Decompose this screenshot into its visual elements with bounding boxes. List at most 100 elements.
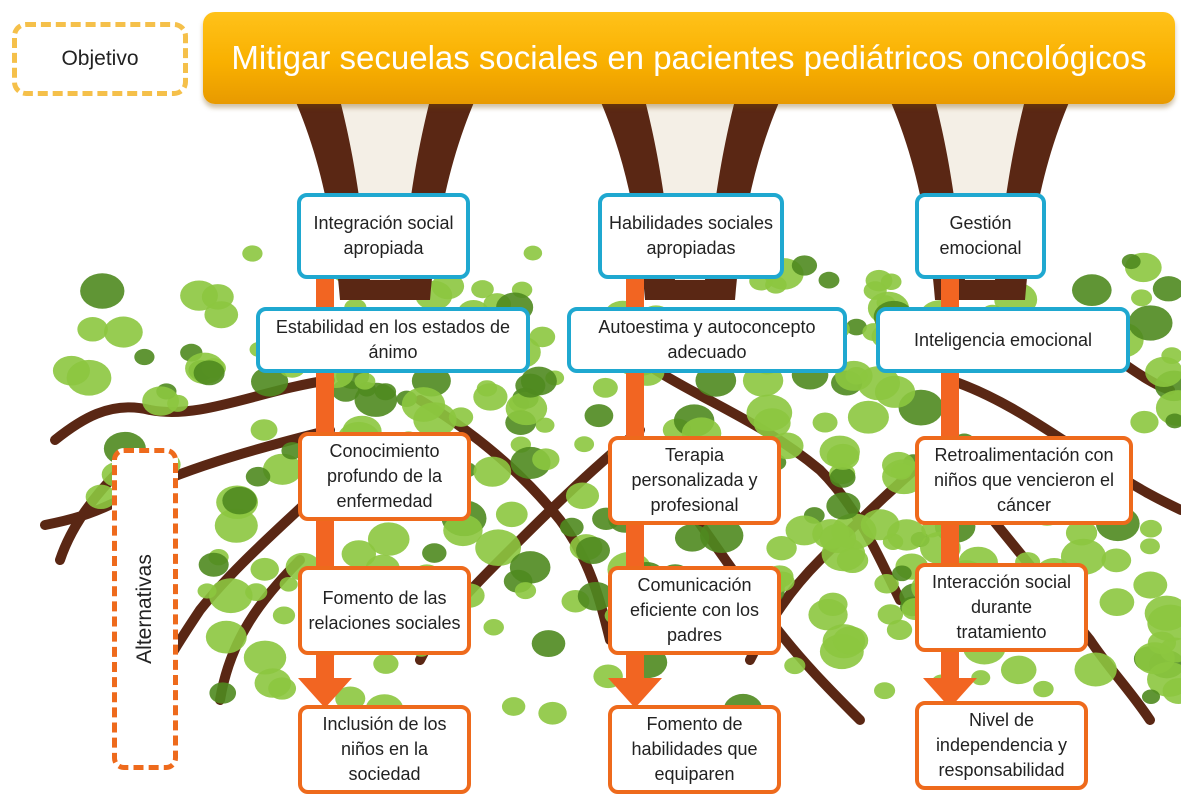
leaf-cluster-119: [473, 456, 512, 487]
goal-habilidades-sociales: Habilidades sociales apropiadas: [598, 193, 784, 279]
leaf-cluster-138: [818, 592, 848, 617]
leaf-cluster-225: [1140, 538, 1160, 555]
leaf-cluster-143: [700, 518, 744, 553]
alt-fomento-habilidades: Fomento de habilidades que equiparen: [608, 705, 781, 794]
leaf-cluster-265: [971, 670, 991, 686]
leaf-cluster-203: [791, 255, 818, 276]
leaf-cluster-236: [874, 375, 916, 408]
leaf-cluster-186: [829, 467, 856, 488]
leaf-cluster-307: [514, 582, 537, 600]
leaf-cluster-24: [341, 540, 377, 568]
objective-banner: Mitigar secuelas sociales en pacientes p…: [203, 12, 1175, 104]
leaf-cluster-62: [448, 407, 474, 427]
leaf-cluster-313: [272, 606, 296, 625]
leaf-cluster-290: [209, 578, 253, 614]
leaf-cluster-207: [819, 523, 857, 554]
leaf-cluster-230: [1152, 276, 1181, 302]
alt-interaccion-social: Interacción social durante tratamiento: [915, 563, 1088, 652]
leaf-cluster-299: [198, 552, 229, 577]
leaf-cluster-190: [846, 318, 867, 336]
alt-nivel-independencia: Nivel de independencia y responsabilidad: [915, 701, 1088, 790]
arrow-head-1: [298, 678, 352, 708]
arrow-head-3: [923, 678, 977, 708]
goal-estabilidad-animo: Estabilidad en los estados de ánimo: [256, 307, 530, 373]
leaf-cluster-226: [890, 462, 912, 480]
leaf-cluster-173: [847, 400, 889, 434]
alt-retroalimentacion: Retroalimentación con niños que venciero…: [915, 436, 1133, 525]
objective-tag: Objetivo: [12, 22, 188, 96]
goal-integracion-social: Integración social apropiada: [297, 193, 470, 279]
leaf-cluster-185: [766, 536, 797, 561]
alt-inclusion-ninos: Inclusión de los niños en la sociedad: [298, 705, 471, 794]
leaf-cluster-221: [860, 509, 900, 541]
trunk-highlight-3: [935, 100, 1025, 280]
leaf-cluster-280: [784, 657, 806, 675]
leaf-cluster-281: [892, 565, 912, 582]
leaf-cluster-140: [574, 436, 595, 453]
leaf-cluster-8: [85, 484, 117, 510]
leaf-cluster-145: [880, 273, 902, 291]
leaf-cluster-288: [1141, 689, 1161, 704]
leaf-cluster-146: [877, 604, 904, 625]
leaf-cluster-252: [863, 281, 887, 300]
alternatives-label: Alternativas: [133, 554, 156, 664]
leaf-cluster-204: [826, 492, 861, 520]
arrow-head-2: [608, 678, 662, 708]
leaf-cluster-327: [1074, 652, 1117, 687]
leaf-cluster-110: [431, 273, 465, 300]
leaf-cluster-50: [250, 419, 278, 441]
leaf-cluster-32: [471, 280, 494, 299]
leaf-cluster-223: [1130, 410, 1159, 434]
leaf-cluster-287: [254, 668, 292, 698]
leaf-cluster-322: [1099, 588, 1135, 617]
leaf-cluster-326: [1147, 604, 1181, 642]
alt-comunicacion-padres: Comunicación eficiente con los padres: [608, 566, 781, 655]
leaf-cluster-193: [812, 412, 838, 433]
leaf-cluster-282: [1133, 571, 1168, 599]
leaf-cluster-104: [443, 514, 483, 547]
leaf-cluster-22: [279, 577, 298, 592]
leaf-cluster-194: [826, 443, 860, 470]
leaf-cluster-113: [505, 391, 548, 426]
leaf-cluster-65: [222, 486, 257, 515]
leaf-cluster-216: [1121, 253, 1141, 270]
alt-fomento-relaciones: Fomento de las relaciones sociales: [298, 566, 471, 655]
goal-gestion-emocional: Gestión emocional: [915, 193, 1046, 279]
leaf-cluster-308: [832, 626, 869, 655]
leaf-cluster-271: [874, 682, 896, 700]
trunk-highlight-2: [645, 100, 735, 280]
leaf-cluster-21: [251, 366, 289, 397]
leaf-cluster-250: [1145, 356, 1181, 387]
branch-4: [635, 355, 905, 605]
leaf-cluster-29: [367, 522, 410, 556]
leaf-cluster-168: [520, 366, 557, 396]
branch-10: [215, 555, 305, 705]
leaf-cluster-80: [495, 501, 528, 528]
leaf-cluster-75: [592, 377, 618, 398]
leaf-cluster-106: [401, 387, 446, 422]
alt-conocimiento-enfermedad: Conocimiento profundo de la enfermedad: [298, 432, 471, 521]
leaf-cluster-286: [205, 620, 247, 654]
leaf-cluster-47: [354, 382, 398, 417]
leaf-cluster-314: [531, 630, 566, 658]
leaf-cluster-107: [584, 404, 614, 428]
leaf-cluster-169: [785, 515, 823, 546]
leaf-cluster-93: [354, 372, 376, 390]
leaf-cluster-275: [501, 697, 526, 716]
leaf-cluster-77: [565, 482, 600, 509]
leaf-cluster-297: [538, 701, 567, 725]
leaf-cluster-13: [77, 317, 108, 342]
leaf-cluster-235: [1071, 274, 1112, 307]
leaf-cluster-122: [674, 524, 710, 552]
leaf-cluster-237: [1128, 305, 1173, 341]
leaf-cluster-10: [134, 348, 155, 366]
alternatives-tag: Alternativas: [112, 448, 178, 770]
leaf-cluster-304: [250, 557, 279, 581]
leaf-cluster-272: [243, 640, 287, 675]
leaf-cluster-27: [422, 543, 447, 563]
leaf-cluster-253: [1131, 289, 1153, 307]
leaf-cluster-243: [845, 366, 868, 385]
leaf-cluster-48: [193, 360, 225, 386]
leaf-cluster-164: [577, 581, 614, 611]
leaf-cluster-256: [836, 547, 869, 574]
